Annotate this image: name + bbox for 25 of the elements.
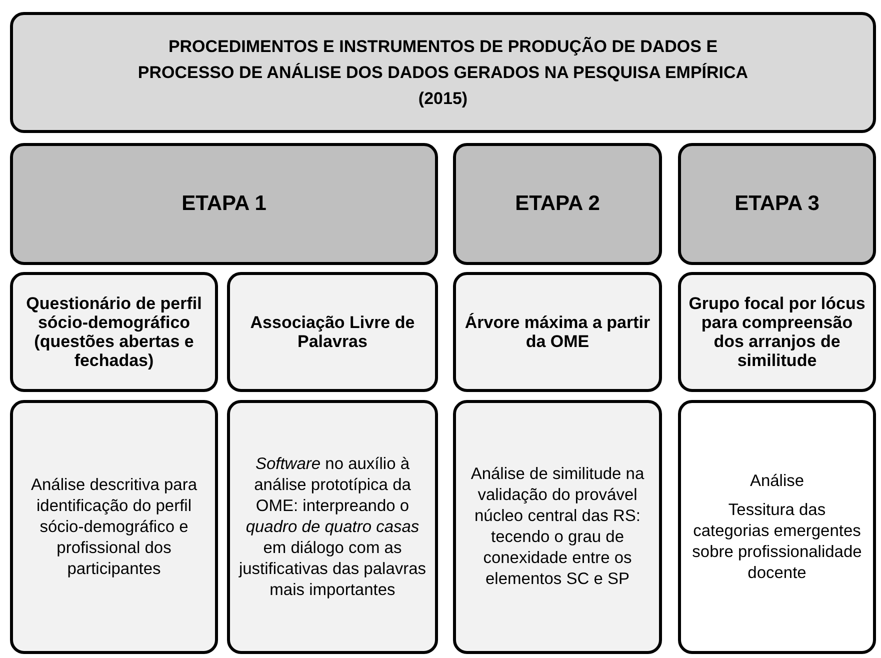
stage-box	[678, 143, 876, 265]
stage-box	[453, 143, 662, 265]
instrument-box	[453, 272, 662, 392]
analysis-text: Tessitura das categorias emergentes sobre profissionalidade docente	[691, 500, 863, 584]
title-box	[10, 12, 876, 133]
analysis-box	[227, 400, 438, 654]
instrument-box	[10, 272, 218, 392]
analysis-text: Análise descritiva para identificação do perfil sócio-demográfico e profissional dos participantes	[30, 474, 198, 580]
analysis-box	[678, 400, 876, 654]
analysis-box	[453, 400, 662, 654]
instrument-text: Grupo focal por lócus para compreensão dos arranjos de similitude	[688, 294, 866, 370]
stage-label: ETAPA 2	[515, 191, 600, 218]
instrument-text: Questionário de perfil sócio-demográfico (questões abertas e fechadas)	[25, 294, 203, 370]
analysis-text: Análise	[750, 470, 804, 492]
analysis-box	[10, 400, 218, 654]
instrument-text: Associação Livre de Palavras	[249, 313, 416, 351]
analysis-text: Software no auxílio à análise prototípica da OME: interpreando o quadro de quatro casas em diálogo com as justificativas das palavras mais importantes	[238, 454, 427, 600]
stage-label: ETAPA 3	[734, 191, 820, 218]
instrument-box	[678, 272, 876, 392]
analysis-text: Análise de similitude na validação do provável núcleo central das RS: tecendo o grau de conexidade entre os elementos SC e SP	[470, 464, 646, 590]
instrument-box	[227, 272, 438, 392]
stage-box	[10, 143, 438, 265]
instrument-text: Árvore máxima a partir da OME	[464, 313, 652, 351]
title-text: PROCEDIMENTOS E INSTRUMENTOS DE PRODUÇÃO DE DADOS E PROCESSO DE ANÁLISE DOS DADOS GERADOS NA PESQUISA EMPÍRICA (2015)	[136, 36, 750, 110]
stage-label: ETAPA 1	[182, 191, 266, 218]
